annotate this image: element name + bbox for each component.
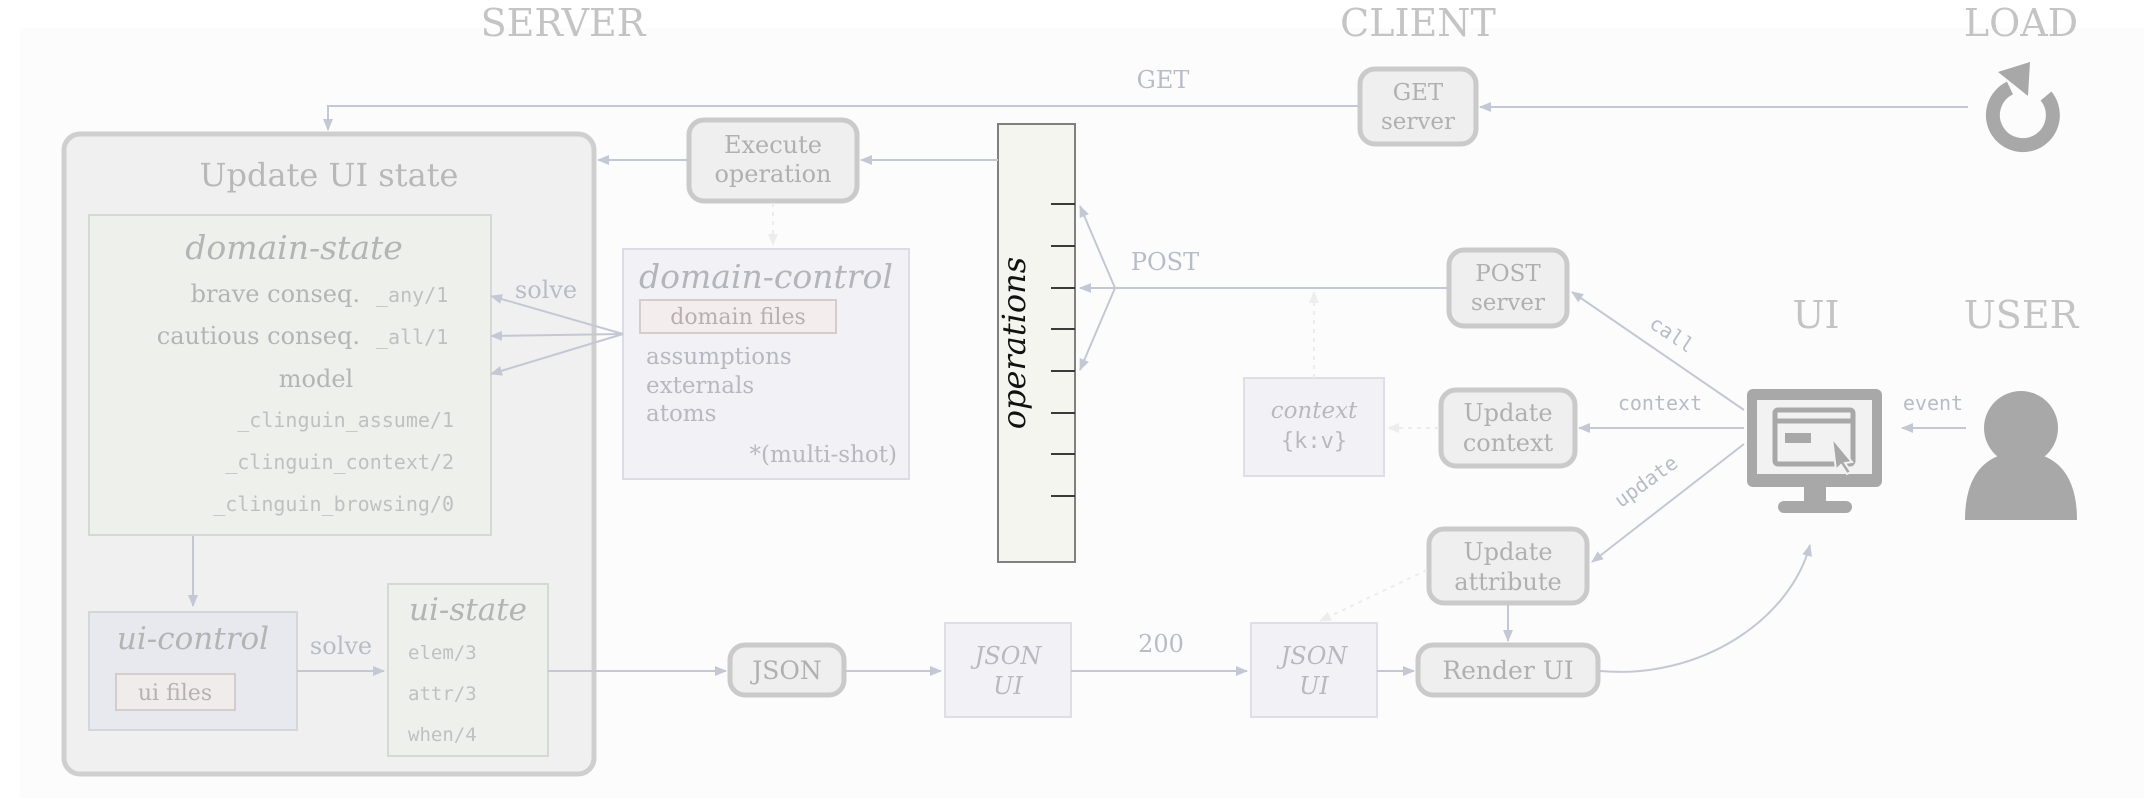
ui-files-box [115,673,236,711]
ui-state-item: when/4 [408,724,477,746]
operations-ticks [1051,203,1075,497]
domain-control-item: externals [646,373,754,399]
domain-state-row-label: brave conseq. [191,280,360,308]
get-server-line2: server [1381,109,1455,135]
domain-control-item: assumptions [646,344,792,370]
domain-control-box [622,248,910,480]
domain-files-box [639,299,837,334]
update-attribute-line1: Update [1463,538,1552,566]
user-icon [1965,391,2077,520]
header-load: LOAD [1964,1,2078,45]
domain-state-box [88,214,492,536]
context-edge-label: context [1618,391,1702,415]
ui-state-box [387,583,549,757]
domain-files-label: domain files [670,305,806,330]
update-context-line2: context [1463,429,1554,457]
render-ui-label: Render UI [1442,656,1573,685]
operations-bar [997,123,1076,563]
ui-files-label: ui files [138,681,212,706]
context-box-value: {k:v} [1281,429,1347,454]
header-client: CLIENT [1340,1,1496,45]
context-box [1243,377,1385,477]
domain-state-title: domain-state [185,228,403,267]
domain-state-row-pred: _any/1 [376,283,448,307]
update-context-line1: Update [1463,399,1552,427]
json-ui-box-1 [944,622,1072,718]
get-server-node [1357,66,1479,147]
domain-control-title: domain-control [639,257,893,296]
ui-state-title: ui-state [409,592,527,628]
domain-state-pred: _clinguin_assume/1 [237,408,454,432]
status-200-label: 200 [1138,630,1184,658]
post-server-line2: server [1471,290,1545,316]
operations-label: operations [995,257,1033,429]
domain-state-row-pred: _all/1 [376,325,448,349]
execute-operation-line1: Execute [724,131,822,159]
header-user: USER [1964,293,2080,337]
ui-state-item: elem/3 [408,642,477,664]
json-ui-2-line2: UI [1299,672,1329,700]
header-server: SERVER [481,1,647,45]
json-ui-1-line2: UI [993,672,1023,700]
context-box-title: context [1271,398,1358,424]
solve-label-domain: solve [515,276,577,304]
post-server-line1: POST [1475,261,1541,287]
json-node-label: JSON [749,656,822,685]
execute-operation-node [686,117,860,204]
ui-state-item: attr/3 [408,683,477,705]
domain-control-note: *(multi-shot) [749,442,897,468]
domain-state-pred: _clinguin_context/2 [225,450,454,474]
domain-state-pred: _clinguin_browsing/0 [213,492,454,516]
domain-state-row-label: model [279,365,353,393]
reload-icon[interactable] [1985,62,2060,153]
ui-control-title: ui-control [117,621,269,657]
get-server-line1: GET [1393,80,1444,106]
domain-control-item: atoms [646,401,716,427]
json-ui-2-line1: JSON [1276,642,1349,670]
execute-operation-line2: operation [714,160,831,188]
post-edge-label: POST [1131,248,1199,276]
render-ui-node [1415,642,1601,698]
header-ui: UI [1792,293,1839,337]
get-edge-label: GET [1137,66,1190,94]
arrows [188,102,1968,676]
update-ui-state-title: Update UI state [200,156,459,194]
event-edge-label: event [1903,391,1963,415]
solve-label-ui: solve [310,632,372,660]
json-ui-1-line1: JSON [970,642,1043,670]
monitor-icon[interactable] [1747,389,1882,513]
update-context-node [1438,387,1578,469]
json-node [727,642,847,698]
dotted-arrows [768,203,1439,622]
update-attribute-line2: attribute [1454,568,1561,596]
post-server-node [1446,247,1570,329]
json-ui-box-2 [1250,622,1378,718]
update-attribute-node [1426,526,1590,606]
domain-state-row-label: cautious conseq. [157,322,360,350]
